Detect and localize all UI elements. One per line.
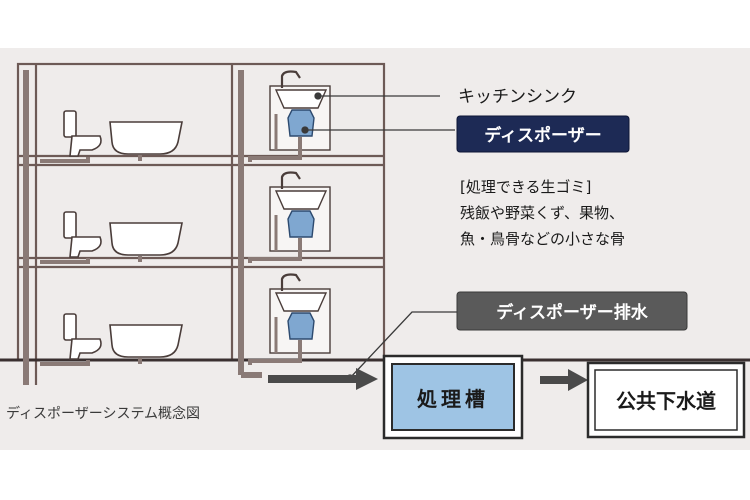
garbage-line-2: 魚・鳥骨などの小さな骨 <box>460 230 625 248</box>
bathroom-drain-pipe <box>40 358 142 366</box>
public-sewer: 公共下水道 <box>586 361 746 439</box>
disposer-drain-label-box: ディスポーザー排水 <box>456 291 688 331</box>
toilet <box>63 110 102 157</box>
drain-leader <box>349 311 458 379</box>
disposer-drain-pipe <box>248 238 302 263</box>
flow-arrow-to-tank <box>268 368 378 390</box>
toilet <box>63 211 102 258</box>
bathroom-drain-pipe <box>40 155 142 163</box>
sink-basin <box>274 292 328 312</box>
kitchen-sink-label: キッチンシンク <box>458 87 577 107</box>
vertical-drain-pipes <box>23 70 262 385</box>
public-sewer-label: 公共下水道 <box>616 389 716 413</box>
garbage-line-1: 残飯や野菜くず、果物、 <box>460 204 624 222</box>
bathtub <box>109 222 183 256</box>
disposer-unit <box>287 109 315 137</box>
disposer-drain-label: ディスポーザー排水 <box>496 302 648 323</box>
floor-1 <box>40 70 331 163</box>
diagram-caption: ディスポーザーシステム概念図 <box>6 405 200 422</box>
leader-lines <box>301 92 458 382</box>
faucet <box>280 70 301 88</box>
disposer-drain-pipe <box>248 137 302 162</box>
disposer-drain-pipe <box>248 340 302 365</box>
disposer-unit <box>287 312 315 340</box>
disposer-label-box: ディスポーザー <box>456 115 630 153</box>
faucet <box>280 171 301 189</box>
disposer-label: ディスポーザー <box>484 125 601 146</box>
floor-2 <box>40 171 331 264</box>
treatment-tank: 処理槽 <box>382 354 524 440</box>
flow-arrow-to-sewer <box>540 369 588 391</box>
floors <box>40 70 331 366</box>
faucet <box>280 273 301 291</box>
bathtub <box>109 121 183 155</box>
sink-basin <box>274 190 328 210</box>
floor-3 <box>40 273 331 366</box>
treatment-tank-label: 処理槽 <box>417 387 489 411</box>
garbage-heading: [処理できる生ゴミ] <box>460 178 591 196</box>
sink-basin <box>274 89 328 109</box>
disposer-unit <box>287 210 315 238</box>
bathtub <box>109 324 183 358</box>
bathroom-drain-pipe <box>40 256 142 264</box>
toilet <box>63 313 102 360</box>
